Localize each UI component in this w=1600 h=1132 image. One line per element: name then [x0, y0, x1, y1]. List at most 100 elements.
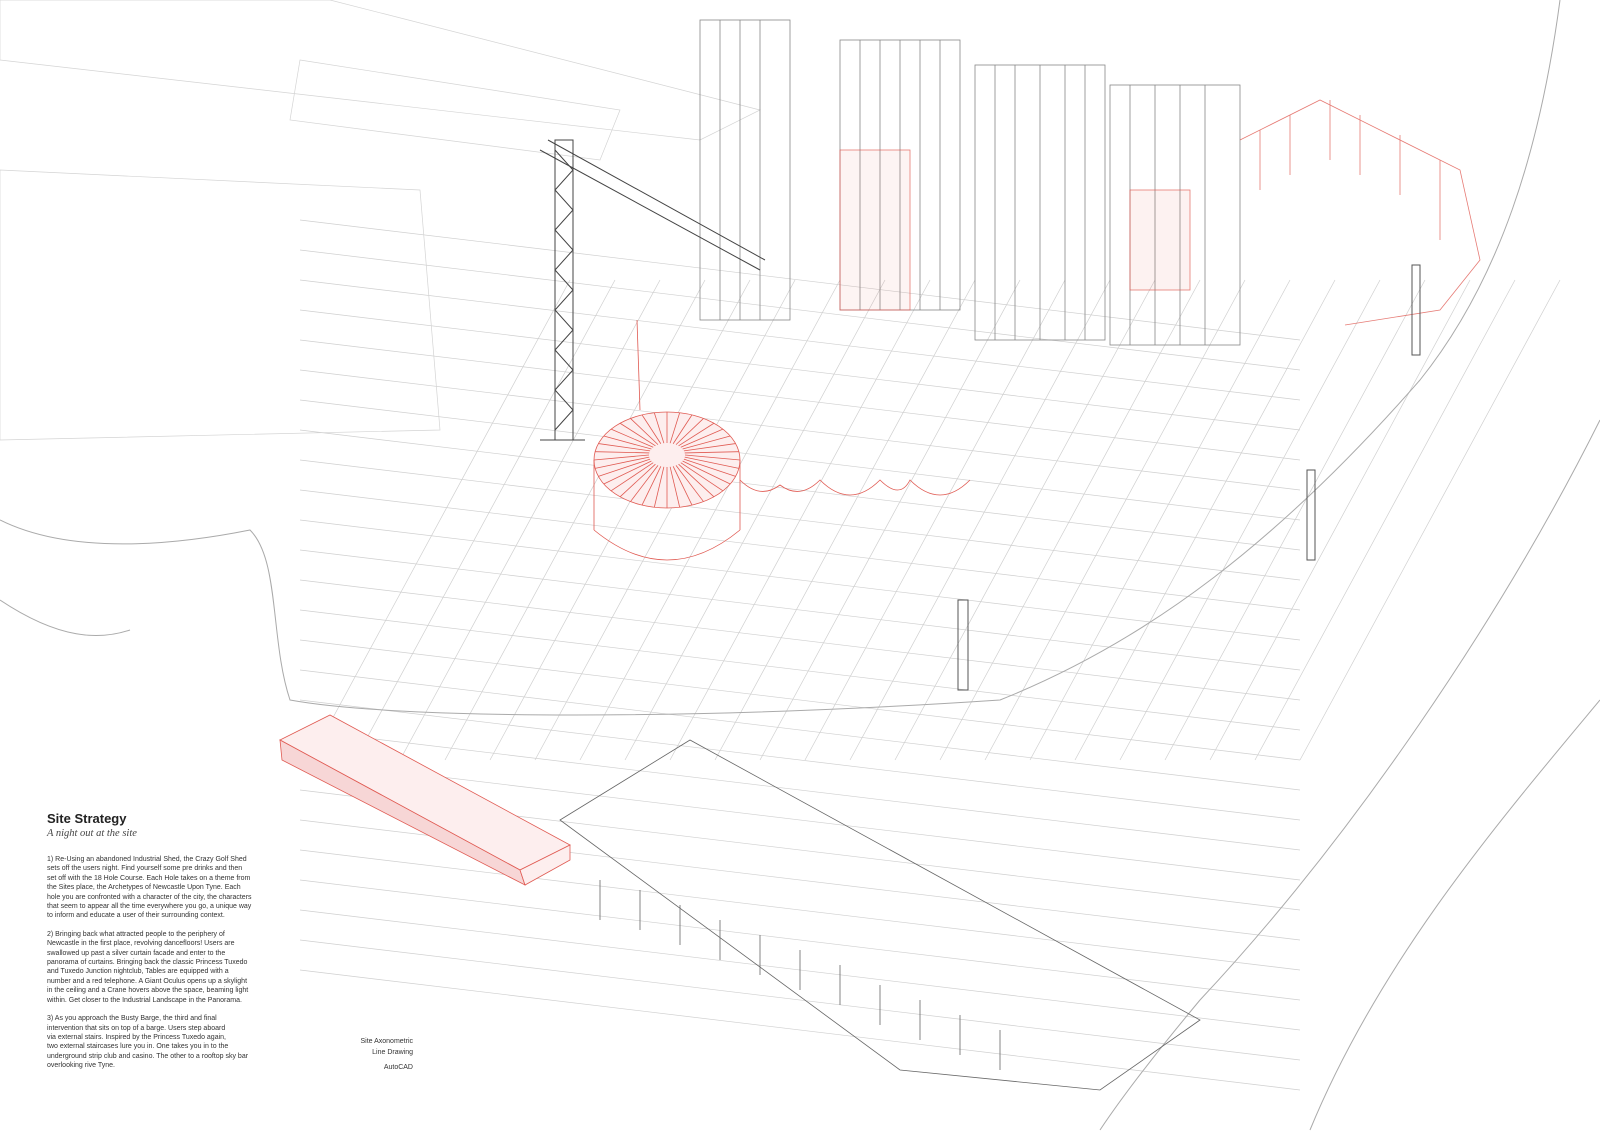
curtain-rib [680, 428, 724, 448]
curtain-rib [595, 451, 650, 454]
paragraph-line: number and a red telephone. A Giant Ocul… [47, 977, 248, 985]
paragraph-line: two external staircases lure you in. One… [47, 1043, 229, 1051]
grid-line [939, 279, 1201, 761]
busty-barge [279, 714, 571, 886]
curtain-rib [682, 460, 731, 485]
grid-line [299, 369, 1301, 491]
grid-line [1299, 279, 1561, 761]
paragraph-line: intervention that sits on top of a barge… [47, 1024, 226, 1032]
curtain-rib [593, 454, 650, 461]
curtain-rib [610, 462, 654, 492]
strategy-title: Site Strategy [47, 811, 127, 826]
paragraph-line: in the ceiling and a Crane hovers above … [47, 987, 249, 995]
grid-line [299, 579, 1301, 701]
drawing-info: Site Axonometric Line Drawing AutoCAD [330, 1036, 413, 1073]
curtain-rib [603, 460, 652, 485]
curtain-rib [630, 465, 659, 502]
curtain-rib [653, 466, 665, 508]
golf-shed [699, 19, 1241, 346]
grid-line [759, 279, 1021, 761]
paragraph-line: to inform and educate a user of their su… [47, 912, 225, 920]
grid-line [354, 279, 616, 761]
curtain-rib [682, 435, 731, 450]
paragraph-line: swallowed up past a silver curtain facad… [47, 949, 226, 957]
grid-line [299, 729, 1301, 851]
curtain-rib [683, 458, 736, 477]
curtain-rib [598, 443, 651, 452]
grid-line [804, 279, 1066, 761]
paragraph-line: within. Get closer to the Industrial Lan… [47, 996, 242, 1004]
curtain-rib [683, 443, 736, 452]
grid-line [489, 279, 751, 761]
grid-line [1119, 279, 1381, 761]
paragraph-line: 1) Re-Using an abandoned Industrial Shed… [47, 856, 247, 863]
grid-line [299, 939, 1301, 1061]
curtain-rib [603, 435, 652, 450]
grid-line [1209, 279, 1471, 761]
grid-line [299, 669, 1301, 791]
curtain-rib [684, 454, 741, 461]
curtain-rib [675, 418, 704, 445]
grid-line [299, 339, 1301, 461]
grid-line [299, 429, 1301, 551]
paragraph-line: that seem to appear all the time everywh… [47, 903, 252, 911]
grid-line [299, 489, 1301, 611]
curtain-rib [610, 428, 654, 448]
paragraph-line: hole you are confronted with a character… [47, 893, 252, 901]
curtain-rib [675, 465, 704, 502]
grid-line [299, 699, 1301, 821]
paragraph-line: underground strip club and casino. The o… [47, 1052, 249, 1060]
curtain-rib [641, 414, 662, 444]
grid-line [579, 279, 841, 761]
curtain-rib [641, 466, 662, 506]
grid-line [1254, 279, 1516, 761]
drawing-style: Line Drawing [372, 1049, 413, 1056]
curtain-rib [669, 466, 681, 508]
curtain-rib [619, 463, 656, 498]
grid-line [849, 279, 1111, 761]
strategy-paragraph: 2) Bringing back what attracted people t… [47, 930, 297, 1005]
paragraph-line: overlooking rive Tyne. [47, 1062, 115, 1070]
curtain-rib [619, 422, 656, 447]
grid-line [309, 279, 571, 761]
grid-line [299, 549, 1301, 671]
grid-line [399, 279, 661, 761]
paragraph-line: via external stairs. Inspired by the Pri… [47, 1033, 226, 1041]
paragraph-line: sets off the users night. Find yourself … [47, 865, 243, 873]
barge-deck [559, 739, 1201, 1091]
curtain-rib [684, 456, 739, 469]
curtain-rib [684, 451, 739, 454]
grid-line [299, 639, 1301, 761]
strategy-paragraph: 1) Re-Using an abandoned Industrial Shed… [47, 855, 297, 921]
paragraph-line: set off with the 18 Hole Course. Each Ho… [47, 874, 251, 882]
curtain-rib [672, 414, 693, 444]
drawing-type: Site Axonometric [360, 1038, 413, 1045]
grid-line [1029, 279, 1291, 761]
grid-line [299, 879, 1301, 1001]
site-strategy-text: Site Strategy A night out at the site 1)… [47, 811, 297, 1080]
grid-line [1074, 279, 1336, 761]
paragraph-line: Newcastle in the first place, revolving … [47, 940, 235, 948]
curtain-rib [598, 458, 651, 477]
crane [539, 139, 766, 441]
strategy-subtitle: A night out at the site [47, 828, 137, 839]
grid-line [299, 459, 1301, 581]
grid-line [714, 279, 976, 761]
grid-line [299, 309, 1301, 431]
grid-line [299, 609, 1301, 731]
paragraph-line: 2) Bringing back what attracted people t… [47, 930, 225, 938]
curtain-rib [630, 418, 659, 445]
strategy-paragraphs: 1) Re-Using an abandoned Industrial Shed… [47, 855, 297, 1071]
grid-line [299, 849, 1301, 971]
grid-line [299, 219, 1301, 341]
grid-line [1164, 279, 1426, 761]
grid-line [299, 279, 1301, 401]
grid-line [444, 279, 706, 761]
golf-shed-red-elements [839, 99, 1481, 326]
grid-line [299, 969, 1301, 1091]
site-grid [299, 219, 1561, 1091]
panorama-rotunda [593, 319, 971, 561]
left-building-grid [0, 0, 761, 441]
curtain-rib [672, 466, 693, 506]
